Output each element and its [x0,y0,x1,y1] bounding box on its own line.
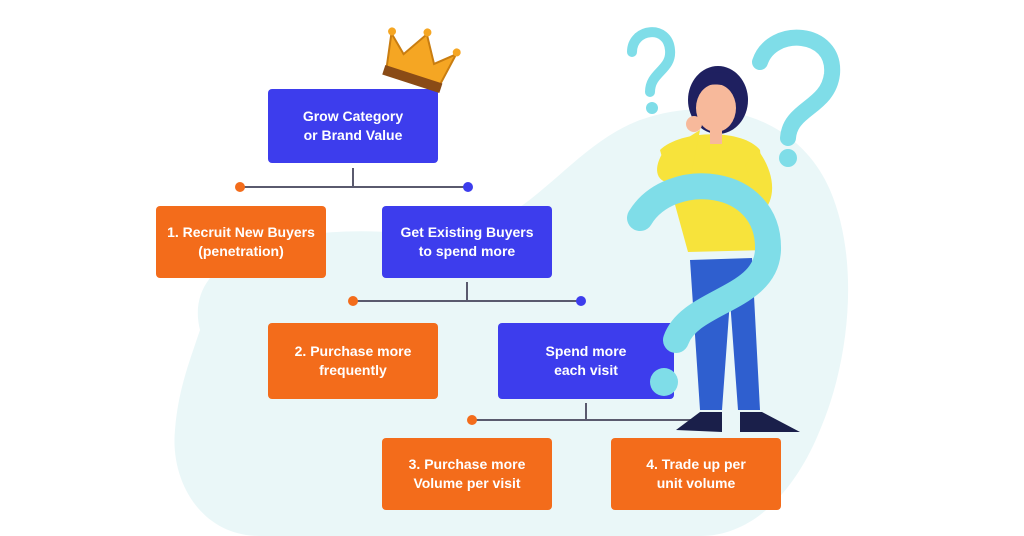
dot-existing-left [348,296,358,306]
question-mark-icon [627,27,676,97]
question-mark-dot [646,102,658,114]
question-mark-dot [650,368,678,396]
node-spend-more-each-visit: Spend more each visit [498,323,674,399]
node-recruit-new-buyers: 1. Recruit New Buyers (penetration) [156,206,326,278]
dot-root-right [463,182,473,192]
dot-root-left [235,182,245,192]
dot-spend-left [467,415,477,425]
dot-existing-right [576,296,586,306]
node-grow-category: Grow Category or Brand Value [268,89,438,163]
crown-icon [382,27,461,94]
node-trade-up-per-unit: 4. Trade up per unit volume [611,438,781,510]
node-get-existing-buyers: Get Existing Buyers to spend more [382,206,552,278]
question-mark-icon [627,173,782,353]
question-mark-icon [752,29,841,146]
question-mark-dot [779,149,797,167]
node-purchase-more-volume: 3. Purchase more Volume per visit [382,438,552,510]
node-purchase-more-frequently: 2. Purchase more frequently [268,323,438,399]
